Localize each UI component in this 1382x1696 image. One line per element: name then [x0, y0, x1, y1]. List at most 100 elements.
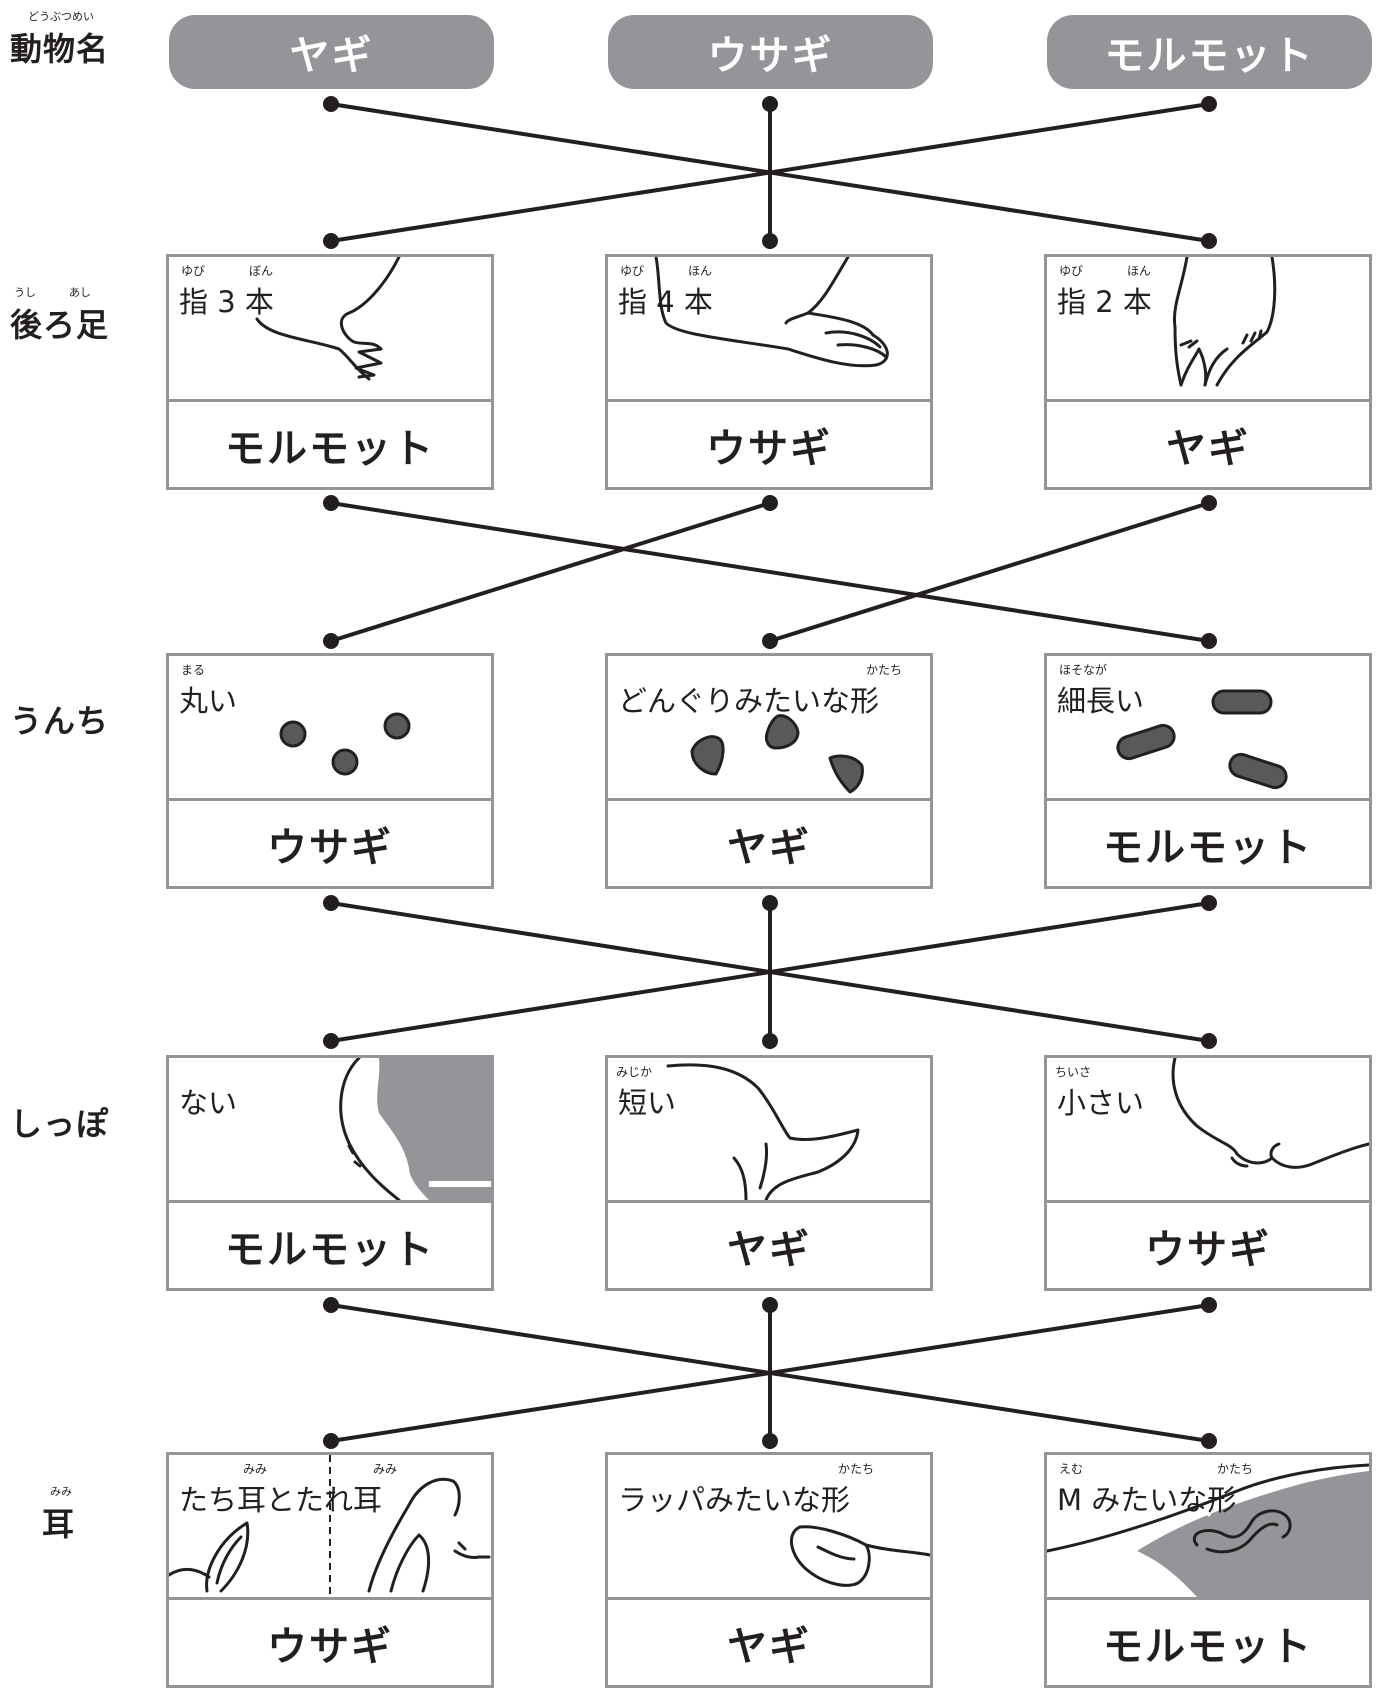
answer-label: ウサギ	[267, 1623, 393, 1670]
acorn-droppings-icon	[690, 714, 864, 794]
trait-description: たち耳とたれ耳	[179, 1483, 383, 1517]
card-divider	[608, 399, 930, 402]
connector-dot	[762, 495, 778, 511]
connector-dot	[1201, 633, 1217, 649]
tail-card-rabbit[interactable]: ちいさ 小さい ウサギ	[1044, 1055, 1372, 1291]
answer-label: ウサギ	[1145, 1226, 1271, 1273]
rabbit-foot-icon	[654, 257, 889, 368]
card-divider	[1047, 798, 1369, 801]
connector-dot	[1201, 495, 1217, 511]
guinea-pig-foot-icon	[255, 257, 401, 381]
connector-dot	[323, 233, 339, 249]
trait-description: 細長い	[1057, 684, 1145, 718]
connector-dot	[762, 1033, 778, 1049]
droppings-card-guinea-pig[interactable]: ほそなが 細長い モルモット	[1044, 653, 1372, 889]
tail-card-goat[interactable]: みじか 短い ヤギ	[605, 1055, 933, 1291]
ruby-text: えむ	[1059, 1462, 1084, 1476]
card-divider	[169, 399, 491, 402]
ear-card-goat[interactable]: かたち ラッパみたいな形 ヤギ	[605, 1452, 933, 1688]
trait-description: 短い	[618, 1086, 677, 1120]
card-divider	[608, 798, 930, 801]
connector-dot	[323, 633, 339, 649]
card-divider	[1047, 1200, 1369, 1203]
droppings-card-goat[interactable]: かたち どんぐりみたいな形 ヤギ	[605, 653, 933, 889]
card-divider	[169, 1597, 491, 1600]
connector-dot	[1201, 1297, 1217, 1313]
answer-label: ウサギ	[267, 824, 393, 871]
trait-description: 指 2 本	[1057, 285, 1152, 319]
row-label-droppings: うんち	[10, 696, 125, 742]
row-label-text: 耳	[42, 1505, 76, 1543]
animal-name-rabbit: ウサギ	[608, 15, 933, 89]
connector-line	[330, 501, 1210, 643]
connector-dot	[762, 1297, 778, 1313]
connector-dot	[323, 1033, 339, 1049]
connector-line	[330, 901, 1210, 1043]
row-label-ruby: うし あし	[14, 286, 91, 299]
connector-line	[330, 102, 1210, 243]
row-label-animal-name: どうぶつめい 動物名	[10, 8, 125, 70]
connector-dot	[1201, 233, 1217, 249]
hind-leg-card-guinea-pig[interactable]: ゆび ぼん 指 3 本 モルモット	[166, 254, 494, 490]
hind-leg-card-rabbit[interactable]: ゆび ほん 指 4 本 ウサギ	[605, 254, 933, 490]
connector-line	[769, 501, 1210, 643]
card-divider	[1047, 399, 1369, 402]
card-illustration	[1047, 1455, 1369, 1597]
trait-description: ない	[179, 1086, 238, 1120]
connector-dot	[323, 1433, 339, 1449]
trait-description: M みたいな形	[1057, 1483, 1237, 1517]
m-shaped-ear-icon	[1047, 1463, 1369, 1597]
card-illustration	[1047, 1058, 1369, 1200]
answer-label: ヤギ	[727, 1226, 811, 1273]
long-droppings-icon	[1116, 689, 1288, 790]
animal-name-guinea-pig: モルモット	[1047, 15, 1372, 89]
card-illustration	[608, 1455, 930, 1597]
ruby-text: ほん	[1127, 264, 1152, 278]
animal-name-goat: ヤギ	[169, 15, 494, 89]
trait-description: 指 3 本	[179, 285, 274, 319]
ear-card-guinea-pig[interactable]: えむ かたち M みたいな形 モルモット	[1044, 1452, 1372, 1688]
trait-description: 丸い	[179, 684, 238, 718]
small-tail-icon	[1171, 1058, 1369, 1169]
answer-label: ウサギ	[706, 425, 832, 472]
answer-label: ヤギ	[1166, 425, 1250, 472]
tail-card-guinea-pig[interactable]: ない モルモット	[166, 1055, 494, 1291]
card-divider	[169, 1200, 491, 1203]
trait-description: ラッパみたいな形	[618, 1483, 851, 1517]
round-droppings-icon	[279, 712, 411, 776]
card-illustration	[1047, 257, 1369, 399]
row-label-text: うんち	[10, 702, 110, 740]
card-illustration	[608, 1058, 930, 1200]
card-divider	[608, 1200, 930, 1203]
ruby-text: ぼん	[249, 264, 274, 278]
connector-dot	[323, 1297, 339, 1313]
row-label-hind-legs: うし あし 後ろ足	[10, 284, 125, 346]
card-illustration	[169, 1058, 491, 1200]
trumpet-ear-icon	[790, 1525, 930, 1587]
hind-leg-card-goat[interactable]: ゆび ほん 指 2 本 ヤギ	[1044, 254, 1372, 490]
ruby-text: かたち	[1217, 1462, 1254, 1476]
row-label-ruby: どうぶつめい	[28, 10, 94, 23]
connector-dot	[762, 633, 778, 649]
answer-label: モルモット	[225, 1226, 435, 1273]
trait-description: 指 4 本	[618, 285, 713, 319]
ruby-text: みみ	[373, 1462, 398, 1476]
connector-dot	[323, 495, 339, 511]
connector-dot	[762, 96, 778, 112]
card-illustration	[169, 1455, 491, 1597]
connector-line	[330, 501, 771, 643]
ruby-text: ゆび	[181, 264, 206, 278]
card-illustration	[169, 257, 491, 399]
connector-dot	[323, 96, 339, 112]
droppings-card-rabbit[interactable]: まる 丸い ウサギ	[166, 653, 494, 889]
card-divider	[169, 798, 491, 801]
ruby-text: かたち	[866, 663, 903, 677]
row-label-ruby: みみ	[50, 1485, 72, 1498]
connector-dot	[1201, 895, 1217, 911]
trait-description: どんぐりみたいな形	[618, 684, 880, 718]
answer-label: モルモット	[1103, 824, 1313, 871]
trait-description: 小さい	[1057, 1086, 1145, 1120]
connector-dot	[1201, 1433, 1217, 1449]
ear-card-rabbit[interactable]: みみ みみ たち耳とたれ耳 ウサギ	[166, 1452, 494, 1688]
connector-dot	[1201, 1033, 1217, 1049]
